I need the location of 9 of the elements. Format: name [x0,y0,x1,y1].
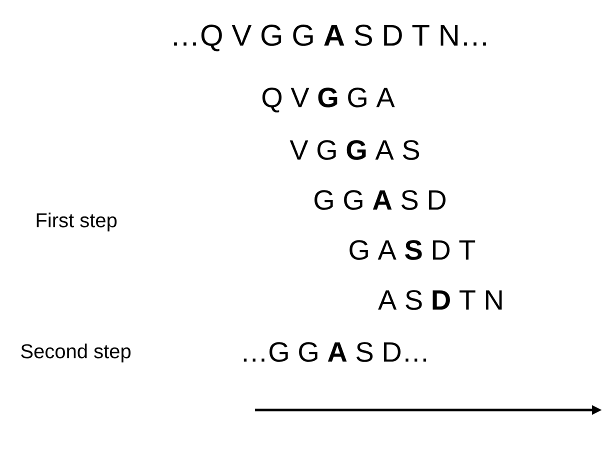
sequence-text: …G G A S D… [244,342,426,362]
sequence-text: …Q V G G A S D T N… [174,24,486,52]
sequence-text: G G A S D [314,190,446,210]
step-label: First step [36,212,117,232]
sequence-text: V G G A S [290,140,420,160]
sequence-text: G A S D T [350,240,476,260]
sequence-text: Q V G G A [262,88,395,112]
step-label: Second step [21,344,131,362]
sequence-text: A S D T N [378,290,502,310]
